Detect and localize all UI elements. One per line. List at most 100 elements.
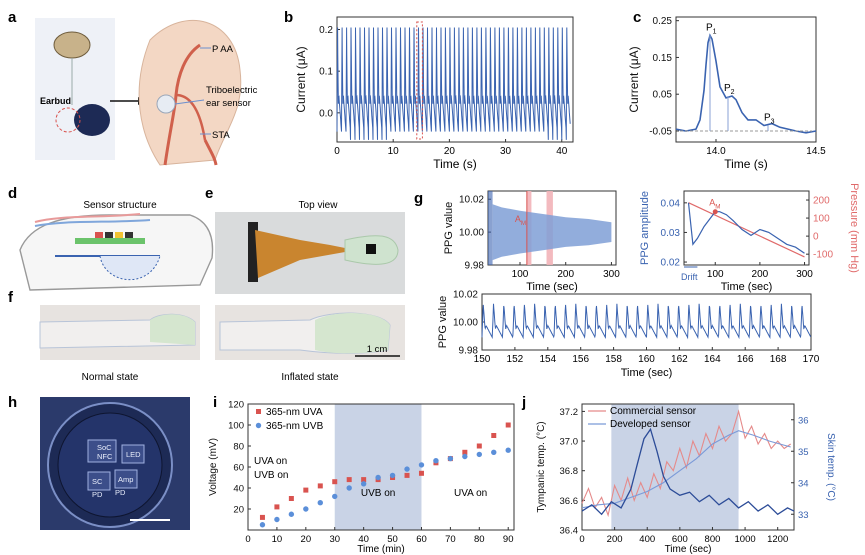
- y2-tick-label: 35: [798, 447, 809, 458]
- panel-letter-d: d: [8, 185, 17, 202]
- x-tick-label: 10: [388, 146, 400, 157]
- x-tick-label: 40: [556, 146, 568, 157]
- y-tick-label: 37.2: [560, 407, 579, 418]
- uvb-point: [491, 449, 497, 455]
- pressure-line: [688, 202, 805, 258]
- y2-axis-label: Skin temp. (°C): [825, 433, 836, 501]
- panel-letter-a: a: [8, 9, 17, 26]
- x-tick-label: 1200: [767, 534, 788, 545]
- uva-point: [303, 487, 309, 493]
- y-tick-label: 0.04: [661, 198, 681, 209]
- y-axis-label: Tympanic temp. (°C): [536, 421, 547, 512]
- x-tick-label: 20: [301, 534, 312, 545]
- y-tick-label: 60: [233, 463, 244, 474]
- x-tick-label: 30: [329, 534, 340, 545]
- top-view-title: Top view: [299, 200, 339, 211]
- uva-point: [404, 472, 410, 478]
- y-tick-label: 0.25: [653, 16, 673, 27]
- x-tick-label: 30: [500, 146, 512, 157]
- highlight-window: [416, 21, 423, 140]
- chip-label: SC: [92, 477, 103, 486]
- y-tick-label: 80: [233, 442, 244, 453]
- peak-label: P3: [764, 112, 775, 125]
- uvb-point: [505, 447, 511, 453]
- x-tick-label: 300: [796, 269, 813, 280]
- y-tick-label: 0.15: [653, 53, 673, 64]
- uvb-point: [303, 506, 309, 512]
- panel-letter-i: i: [213, 394, 217, 411]
- panel-letter-b: b: [284, 9, 293, 26]
- y2-tick-label: 34: [798, 478, 809, 489]
- x-tick-label: 400: [639, 534, 655, 545]
- label-paa: P AA: [212, 44, 234, 55]
- x-tick-label: 10: [272, 534, 283, 545]
- uvb-point: [447, 455, 454, 462]
- series-line: [581, 409, 792, 518]
- y-tick-label: 0.02: [661, 258, 681, 269]
- y-tick-label: 120: [228, 400, 244, 411]
- uvb-point: [375, 474, 381, 481]
- y-tick-label: 10.00: [459, 228, 484, 239]
- legend-label: 365-nm UVB: [266, 421, 324, 432]
- plot-frame: [481, 293, 812, 351]
- annotation-point: [712, 209, 718, 215]
- y-tick-label: 9.98: [465, 261, 485, 272]
- region-label: UVB on: [361, 488, 395, 499]
- y-tick-label: 20: [233, 505, 244, 516]
- chip-label: Amp: [118, 475, 133, 484]
- y-tick-label: 10.02: [459, 195, 484, 206]
- artery-paa: [163, 43, 201, 166]
- uvb-point: [274, 516, 280, 523]
- uvb-point: [332, 493, 338, 500]
- y-tick-label: 0.2: [319, 25, 333, 36]
- amplitude-line: [687, 202, 805, 254]
- x-tick-label: 80: [474, 534, 485, 545]
- earbud-label: Earbud: [40, 96, 71, 106]
- uvb-point: [346, 485, 352, 491]
- y-tick-label: 10.02: [453, 290, 478, 301]
- x-axis-label: Time (sec): [621, 367, 673, 379]
- x-tick-label: 40: [358, 534, 369, 545]
- panel-letter-g: g: [414, 190, 423, 207]
- sensor-structure-title: Sensor structure: [83, 200, 157, 211]
- ear-illustration: [138, 19, 242, 166]
- ppg-envelope: [492, 204, 612, 261]
- y-tick-label: 0.03: [661, 228, 681, 239]
- chip-label: SoC: [97, 443, 112, 452]
- y-axis-label: Current (μA): [627, 46, 641, 112]
- sensor-layer: [75, 238, 145, 244]
- uvb-point: [462, 453, 468, 460]
- highlight-band: [488, 191, 493, 265]
- uva-point: [361, 477, 367, 483]
- label-sensor-1: Triboelectric: [206, 85, 258, 96]
- uva-point: [332, 479, 338, 485]
- y-tick-label: 40: [233, 484, 244, 495]
- legend-marker: [256, 409, 261, 414]
- x-tick-label: 100: [707, 269, 724, 280]
- x-tick-label: 160: [638, 354, 655, 365]
- x-tick-label: 200: [607, 534, 623, 545]
- annotation-am: AM: [709, 198, 720, 211]
- y-tick-label: 37.0: [560, 437, 579, 448]
- y-axis-label: Current (μA): [294, 46, 308, 112]
- flex-circuit: [255, 230, 345, 278]
- x-tick-label: 60: [416, 534, 427, 545]
- y2-tick-label: 36: [798, 415, 809, 426]
- uva-point: [505, 422, 511, 428]
- x-tick-label: 1000: [735, 534, 756, 545]
- x-axis-label: Time (min): [357, 544, 404, 555]
- plot-frame: [683, 190, 810, 266]
- uvb-point: [433, 458, 439, 464]
- x-axis-label: Time (sec): [665, 544, 712, 555]
- x-tick-label: 14.5: [806, 146, 826, 157]
- x-tick-label: 300: [603, 269, 620, 280]
- uvb-point: [288, 511, 295, 517]
- plot-frame: [581, 403, 795, 531]
- x-tick-label: 158: [605, 354, 622, 365]
- y2-tick-label: 100: [813, 214, 830, 225]
